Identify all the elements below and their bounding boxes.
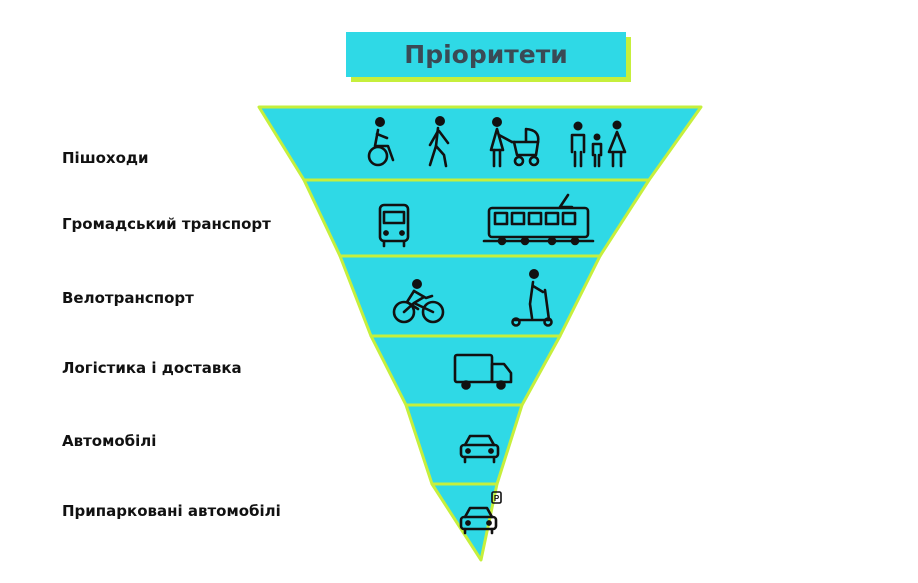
level-label-public-transport: Громадський транспорт: [62, 215, 271, 233]
wheelchair-user-icon: [367, 117, 395, 167]
level-label-logistics: Логістика і доставка: [62, 359, 242, 377]
title-banner: Пріоритети: [346, 32, 631, 82]
pyramid-level-pedestrians: [257, 105, 703, 182]
pyramid-level-bicycles: [338, 254, 602, 338]
scooter-rider-icon: [511, 269, 553, 327]
pyramid-level-public-transport: [302, 178, 651, 258]
parked-car-icon: P: [459, 491, 502, 535]
pedestrian-icon: [428, 116, 450, 168]
parent-with-stroller-icon: [489, 117, 540, 168]
level-label-parked-cars: Припарковані автомобілі: [62, 502, 281, 520]
title-box: Пріоритети: [346, 32, 626, 77]
pyramid-level-logistics: [369, 334, 562, 407]
cyclist-icon: [392, 279, 445, 324]
svg-text:P: P: [494, 494, 500, 503]
level-label-pedestrians: Пішоходи: [62, 149, 149, 167]
page-title: Пріоритети: [404, 40, 568, 69]
truck-icon: [453, 353, 513, 390]
bus-icon: [378, 203, 410, 248]
tram-icon: [482, 193, 595, 246]
family-icon: [570, 120, 627, 168]
level-label-cars: Автомобілі: [62, 432, 157, 450]
car-icon: [459, 434, 500, 464]
level-label-bicycles: Велотранспорт: [62, 289, 194, 307]
